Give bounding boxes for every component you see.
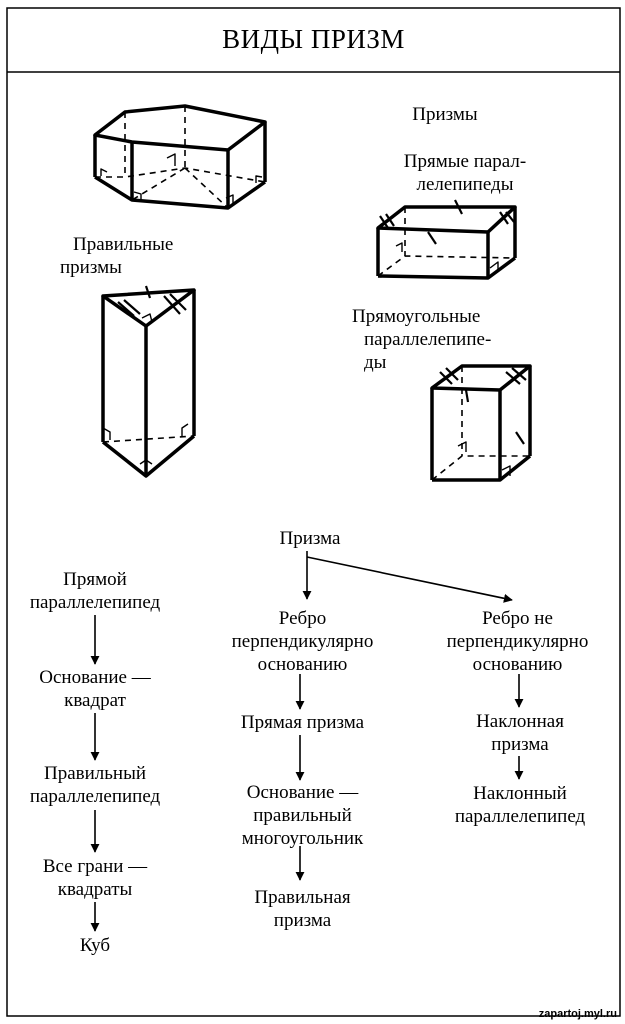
node-text: Основание — <box>39 667 151 688</box>
node-text: Правильная <box>254 887 351 908</box>
node-regular-parallelepiped: Правильный параллелепипед <box>15 762 175 808</box>
node-text: Наклонный <box>473 783 567 804</box>
node-text: Наклонная <box>476 711 564 732</box>
node-text: Правильный <box>43 763 147 784</box>
node-base-regular-polygon: Основание — правильный многоугольник <box>200 781 405 850</box>
page-title: ВИДЫ ПРИЗМ <box>222 24 405 54</box>
node-text: Куб <box>79 935 111 956</box>
node-text: Ребро не <box>482 608 553 629</box>
label-line: Прямые парал- <box>403 151 527 172</box>
watermark: zapartoj.myl.ru <box>538 1008 617 1020</box>
node-right-prism: Прямая призма <box>200 711 405 734</box>
rectangular-parallelepiped <box>430 364 532 482</box>
node-text: призма <box>273 910 332 931</box>
node-text: Прямой <box>63 569 127 590</box>
node-oblique-parallelepiped: Наклонный параллелепипед <box>420 782 620 828</box>
node-text: Призма <box>279 528 341 549</box>
node-base-square: Основание — квадрат <box>15 666 175 712</box>
node-text: параллелепипед <box>454 806 586 827</box>
node-text: Основание — <box>246 782 359 803</box>
label-line: Призмы <box>412 104 478 125</box>
label-right-parallelepipeds: Прямые парал- лелепипеды <box>370 150 560 196</box>
right-parallelepiped <box>376 199 517 280</box>
label-regular-prisms: Правильные призмы <box>60 233 173 279</box>
node-edge-not-perpendicular: Ребро не перпендикулярно основанию <box>415 607 620 676</box>
node-text: Все грани — <box>42 856 148 877</box>
flow-arrows <box>90 551 524 932</box>
node-oblique-prism: Наклонная призма <box>420 710 620 756</box>
node-text: правильный <box>253 805 352 826</box>
label-rectangular-parallelepipeds: Прямоугольные параллелепипе- ды <box>352 305 491 374</box>
label-line: ды <box>364 352 387 373</box>
label-line: Прямоугольные <box>352 306 481 327</box>
triangular-prism <box>101 285 196 478</box>
pentagonal-prism <box>93 104 267 210</box>
outer-frame <box>6 7 621 1017</box>
node-text: Ребро <box>278 608 327 629</box>
node-regular-prism: Правильная призма <box>200 886 405 932</box>
node-text: квадрат <box>64 690 126 711</box>
node-text: призма <box>491 734 549 755</box>
node-all-faces-squares: Все грани — квадраты <box>15 855 175 901</box>
node-text: основанию <box>472 654 563 675</box>
node-text: параллелепипед <box>29 786 161 807</box>
node-text: параллелепипед <box>29 592 161 613</box>
label-prisms: Призмы <box>380 103 510 126</box>
node-text: квадраты <box>57 879 133 900</box>
node-text: перпендикулярно <box>231 631 374 652</box>
node-cube: Куб <box>15 934 175 957</box>
node-text: Прямая призма <box>240 712 365 733</box>
label-line: параллелепипе- <box>364 329 492 350</box>
node-text: перпендикулярно <box>446 631 589 652</box>
node-prism: Призма <box>240 527 380 550</box>
node-edge-perpendicular: Ребро перпендикулярно основанию <box>200 607 405 676</box>
node-text: основанию <box>257 654 348 675</box>
label-line: призмы <box>60 257 122 278</box>
node-right-parallelepiped: Прямой параллелепипед <box>15 568 175 614</box>
label-line: Правильные <box>73 234 174 255</box>
node-text: многоугольник <box>241 828 364 849</box>
label-line: лелепипеды <box>416 174 514 195</box>
